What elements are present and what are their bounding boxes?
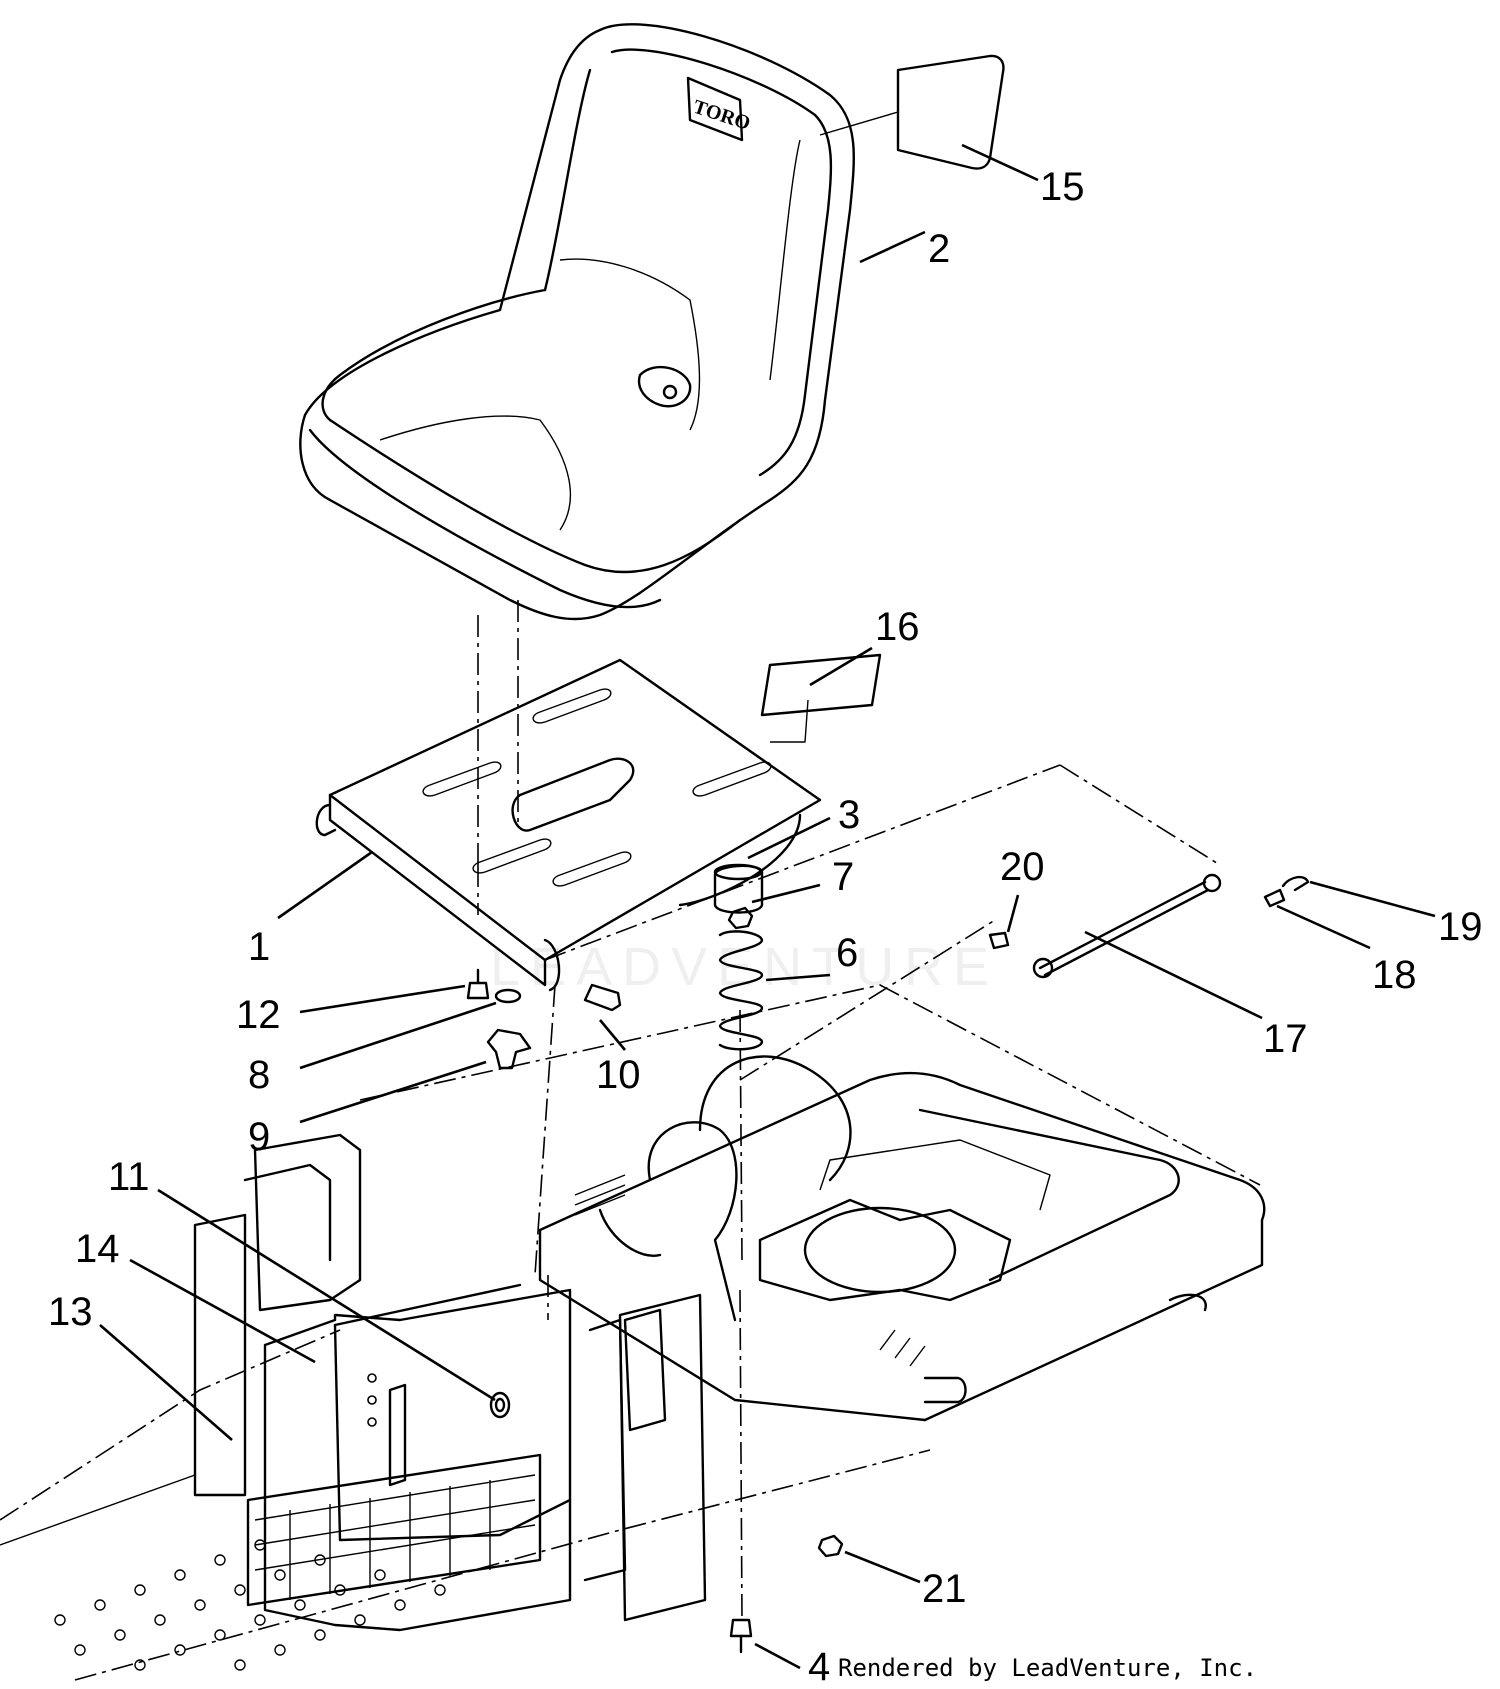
callout-21: 21 — [922, 1567, 967, 1611]
callout-1: 1 — [248, 925, 270, 969]
callout-19: 19 — [1438, 905, 1483, 949]
foot-deck-part — [0, 1329, 931, 1681]
bumper-3-part — [713, 863, 764, 914]
knob-9-part — [486, 1028, 532, 1070]
callout-17: 17 — [1263, 1017, 1308, 1061]
seat-logo-text: TORO — [690, 96, 752, 135]
callout-6: 6 — [836, 931, 858, 975]
callout-11: 11 — [108, 1155, 150, 1199]
footer-credit: Rendered by LeadVenture, Inc. — [838, 1654, 1257, 1682]
seat-plate-part — [315, 658, 822, 992]
callout-16: 16 — [875, 605, 920, 649]
nut-7-part — [727, 906, 754, 930]
clip-19-part — [1281, 875, 1310, 892]
pin-18-part — [1263, 888, 1286, 908]
callout-15: 15 — [1040, 165, 1085, 209]
callout-2: 2 — [928, 227, 950, 271]
callout-20: 20 — [1000, 845, 1045, 889]
callout-7: 7 — [832, 855, 854, 899]
nut-21-part — [817, 1534, 844, 1558]
callout-12: 12 — [236, 993, 281, 1037]
frame-part — [359, 984, 1266, 1422]
callout-14: 14 — [75, 1227, 120, 1271]
callout-8: 8 — [248, 1053, 270, 1097]
spring-6-part — [718, 930, 764, 1051]
decal-15-part — [896, 54, 1005, 170]
watermark-text: LEADVENTURE — [490, 937, 999, 997]
bolt-12-part — [466, 968, 490, 1000]
callout-10: 10 — [596, 1053, 641, 1097]
decal-16-part — [760, 653, 882, 717]
bolt-10-part — [583, 983, 622, 1012]
callout-18: 18 — [1372, 953, 1417, 997]
bolt-4-part — [729, 1618, 753, 1654]
bolt-20-part — [988, 931, 1010, 950]
washer-8-part — [494, 988, 522, 1004]
callout-3: 3 — [838, 793, 860, 837]
deck-holes — [54, 1539, 446, 1671]
callout-4: 4 — [808, 1645, 830, 1689]
callout-13: 13 — [48, 1290, 93, 1334]
seat-part: TORO — [299, 23, 855, 621]
callout-9: 9 — [248, 1115, 270, 1159]
cable-17-part — [1032, 873, 1222, 979]
control-panel-part — [193, 1133, 707, 1632]
